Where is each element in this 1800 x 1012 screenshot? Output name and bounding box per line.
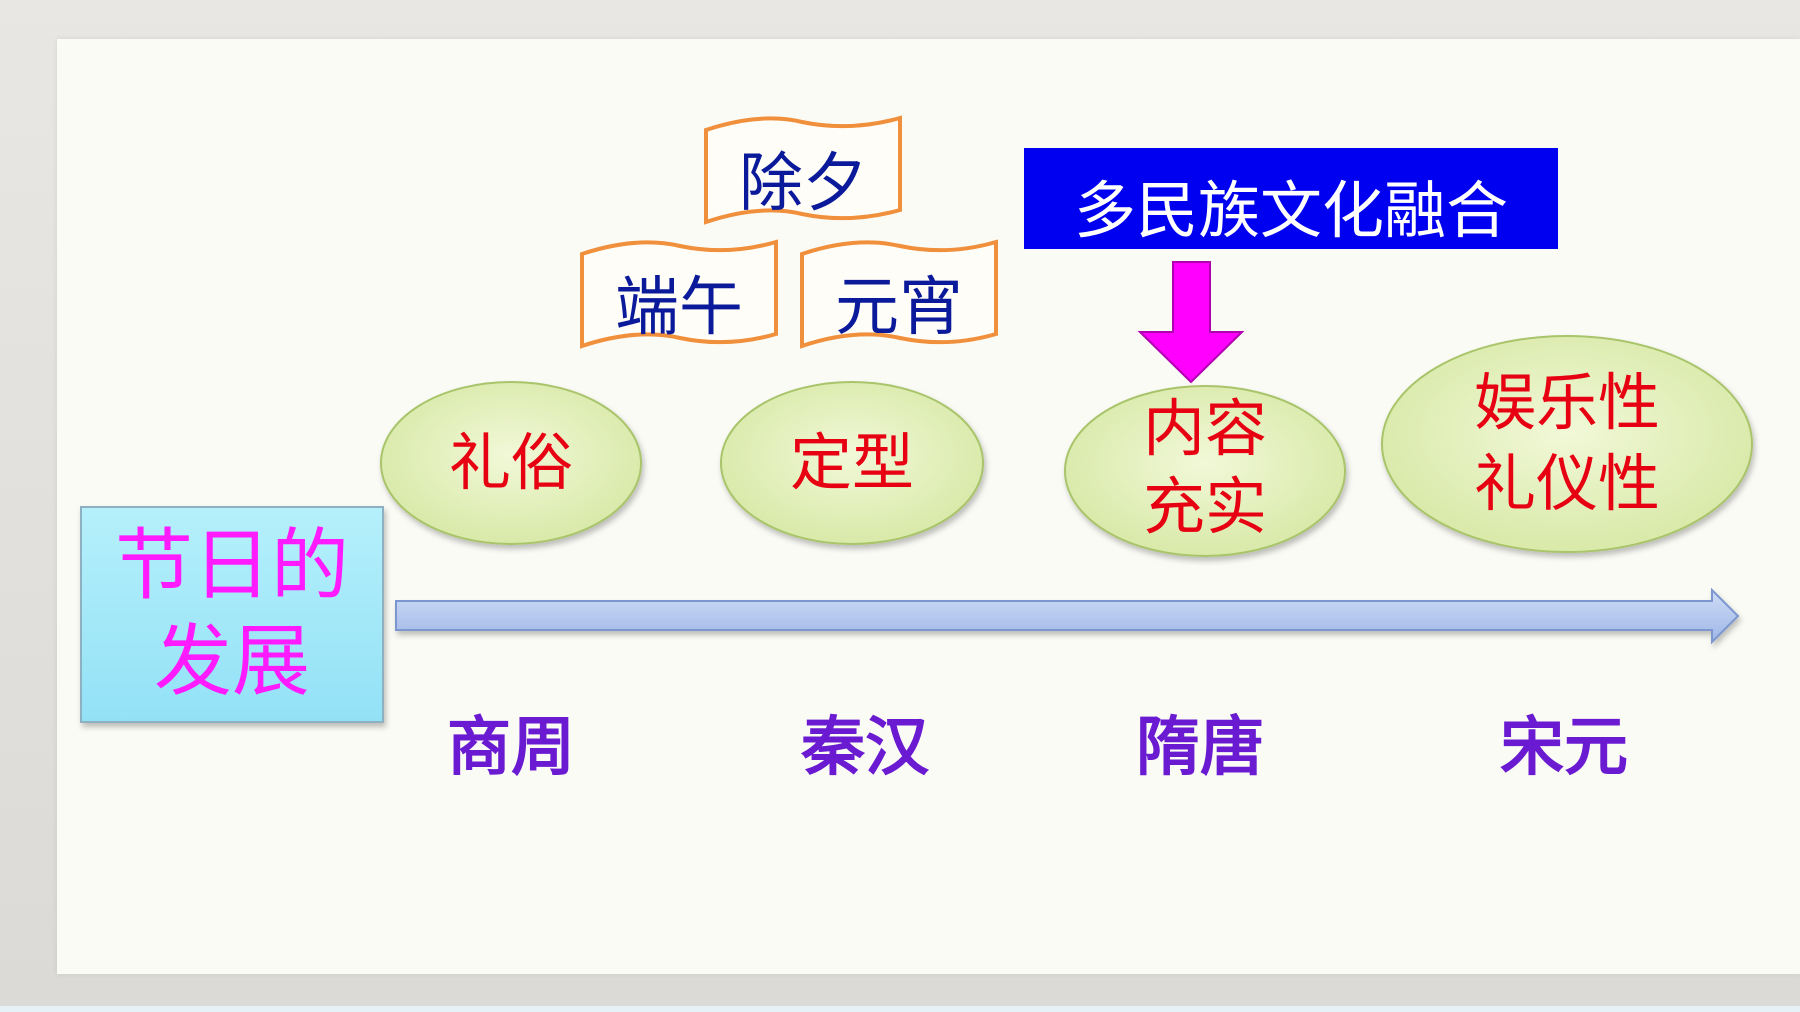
stage-ellipse-1 [380, 381, 642, 545]
timeline-arrow [395, 587, 1740, 645]
banner-text: 多民族文化融合 [1073, 174, 1508, 247]
festival-scroll-1 [704, 115, 902, 225]
title-box [80, 506, 384, 723]
festival-label-duanwu: 端午 [615, 271, 743, 345]
era-label-suitang: 隋唐 [1136, 711, 1264, 785]
era-label-qinhan: 秦汉 [801, 711, 929, 785]
era-label-songyuan: 宋元 [1500, 711, 1628, 785]
stage-text-3-line-1: 内容 [1142, 392, 1267, 465]
stage-ellipse-2 [720, 381, 984, 545]
stage-text-1: 礼俗 [448, 426, 573, 499]
stage-text-4-line-2: 礼仪性 [1473, 447, 1660, 520]
festival-label-chuxi: 除夕 [739, 147, 867, 221]
festival-scroll-2 [580, 239, 778, 349]
title-line-2: 发展 [153, 617, 310, 707]
bottom-strip [0, 1006, 1800, 1012]
era-label-shangzhou: 商周 [447, 711, 575, 785]
stage-ellipse-4 [1381, 335, 1753, 553]
stage-ellipse-3 [1064, 385, 1346, 557]
stage-text-2: 定型 [789, 426, 914, 499]
title-line-1: 节日的 [114, 521, 349, 611]
stage-text-4-line-1: 娱乐性 [1473, 366, 1660, 439]
festival-scroll-3 [800, 239, 998, 349]
banner-box [1024, 148, 1558, 249]
down-arrow [1137, 261, 1245, 384]
stage-text-3-line-2: 充实 [1142, 470, 1267, 543]
festival-label-yuanxiao: 元宵 [835, 271, 963, 345]
